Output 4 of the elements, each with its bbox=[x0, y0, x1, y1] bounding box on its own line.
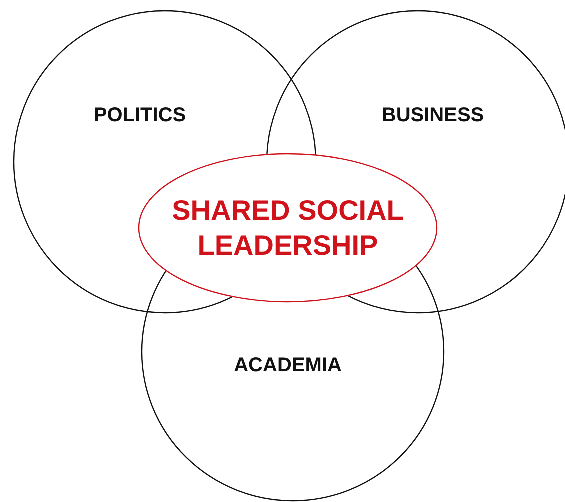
circle-label: POLITICS bbox=[94, 104, 186, 128]
circle-label: ACADEMIA bbox=[234, 354, 342, 378]
center-label: SHARED SOCIAL LEADERSHIP bbox=[171, 194, 405, 263]
circle-label: BUSINESS bbox=[382, 104, 484, 128]
